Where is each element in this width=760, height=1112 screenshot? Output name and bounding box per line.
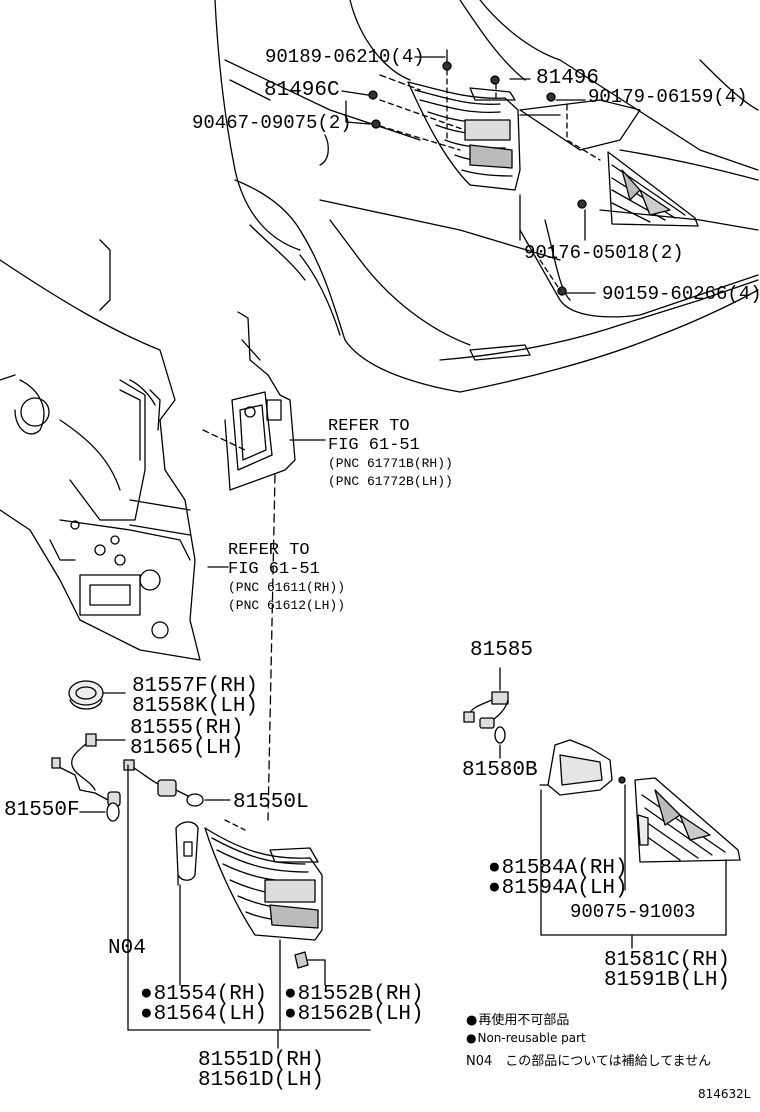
part-label-81565[interactable]: 81565(LH) (130, 737, 244, 760)
lamp-wire-harness (51, 733, 126, 807)
part-label-81550f[interactable]: 81550F (4, 799, 80, 822)
part-label-81554[interactable]: 81554(RH) (140, 984, 267, 1005)
part-label-81584a[interactable]: 81584A(RH) (488, 858, 628, 879)
part-label-90179-06159[interactable]: 90179-06159(4) (588, 86, 748, 108)
center-dashed-leader (267, 474, 276, 821)
part-label-81585[interactable]: 81585 (470, 639, 534, 662)
n04-marker: N04 (108, 937, 146, 960)
legend-n04-note: N04 この部品については補給してません (466, 1054, 712, 1069)
refer-to-pnc-lh-1: (PNC 61772B(LH)) (328, 474, 453, 489)
refer-to-pnc-lh-2: (PNC 61612(LH)) (228, 598, 346, 613)
lower-outer-tail-lamp (204, 827, 323, 941)
socket-grommet (68, 680, 126, 710)
part-label-81564[interactable]: 81564(LH) (140, 1004, 267, 1025)
legend-nonreusable-en: Non-reusable part (466, 1032, 585, 1044)
refer-to-pnc-rh-1: (PNC 61771B(RH)) (328, 456, 453, 471)
legend-nonreusable-jp: 再使用不可部品 (466, 1014, 569, 1027)
part-label-81552b[interactable]: 81552B(RH) (284, 984, 424, 1005)
socket-harness (123, 759, 231, 807)
part-label-90189-06210[interactable]: 90189-06210(4) (265, 46, 425, 68)
refer-to-label-2: REFER TO (228, 541, 310, 560)
pillar-panel (202, 311, 326, 568)
part-label-90176-05018[interactable]: 90176-05018(2) (524, 242, 684, 264)
bulb-81550f (79, 802, 120, 822)
part-label-81551d[interactable]: 81551D(RH) (198, 1049, 325, 1072)
part-label-81591b[interactable]: 81591B(LH) (604, 969, 731, 992)
diagram-id: 814632L (698, 1087, 751, 1101)
quarter-panel-inner (0, 239, 201, 661)
lower-left-bracket (127, 764, 371, 1049)
refer-to-label-1: REFER TO (328, 417, 410, 436)
part-label-81496c[interactable]: 81496C (264, 79, 340, 102)
part-label-81496[interactable]: 81496 (536, 67, 600, 90)
part-label-81561d[interactable]: 81561D(LH) (198, 1069, 325, 1092)
part-label-81594a[interactable]: 81594A(LH) (488, 878, 628, 899)
upper-fasteners (368, 49, 587, 296)
part-label-90075-91003[interactable]: 90075-91003 (570, 901, 696, 923)
part-label-90467-09075[interactable]: 90467-09075(2) (192, 112, 352, 134)
part-label-81562b[interactable]: 81562B(LH) (284, 1004, 424, 1025)
part-label-81581c[interactable]: 81581C(RH) (604, 949, 731, 972)
vehicle-body-outline (214, 0, 759, 393)
part-label-81550l[interactable]: 81550L (233, 791, 309, 814)
lamp-gasket (175, 821, 199, 886)
upper-leader-lines (341, 56, 601, 294)
lower-inner-tail-lamp (634, 777, 741, 863)
part-label-81580b[interactable]: 81580B (462, 759, 538, 782)
refer-to-fig-link-2[interactable]: FIG 61-51 (228, 560, 320, 579)
part-label-90159-60266[interactable]: 90159-60266(4) (602, 283, 760, 305)
part-label-81555[interactable]: 81555(RH) (130, 717, 244, 740)
upper-inner-tail-lamp (607, 151, 699, 227)
lamp-clip (294, 951, 326, 986)
upper-outer-tail-lamp (407, 81, 521, 191)
right-wire-harness (463, 667, 509, 759)
refer-to-fig-link-1[interactable]: FIG 61-51 (328, 436, 420, 455)
part-label-81558k[interactable]: 81558K(LH) (132, 695, 259, 718)
part-label-81557f[interactable]: 81557F(RH) (132, 675, 259, 698)
refer-to-pnc-rh-2: (PNC 61611(RH)) (228, 580, 346, 595)
